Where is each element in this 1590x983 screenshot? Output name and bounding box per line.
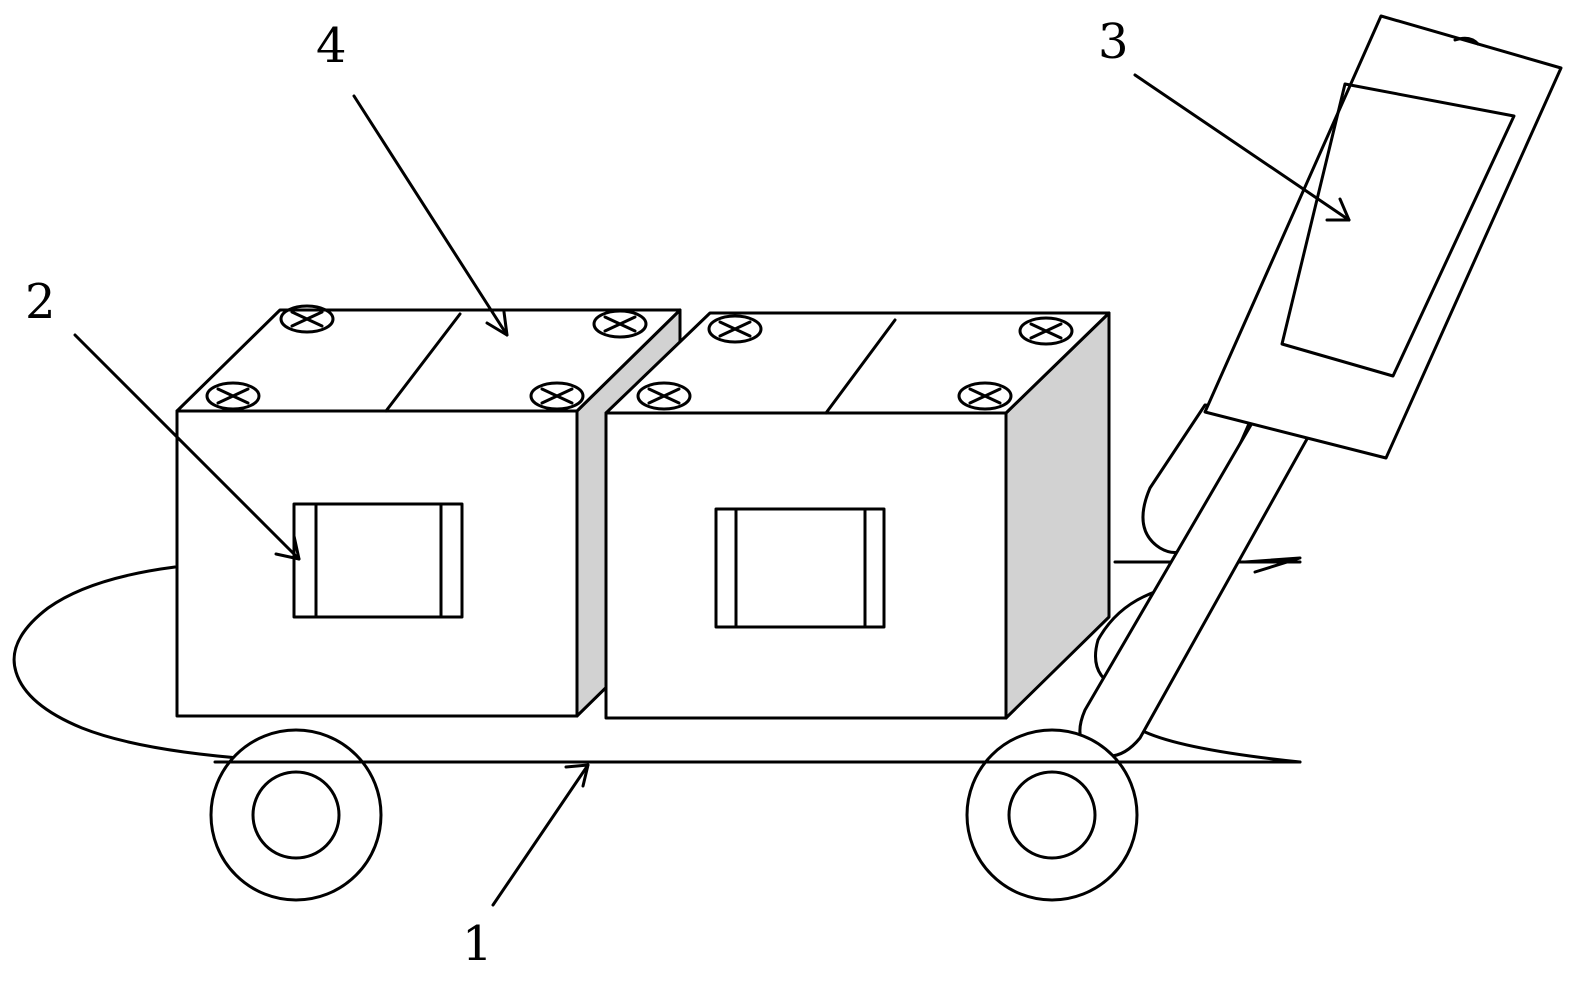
cart-body [12,565,1302,902]
ref-label-3: 3 [1098,14,1129,70]
handle-bracket-spike [1243,556,1302,574]
screw-cross-icon [279,304,335,334]
cart-deck-outline [12,565,1302,764]
callout-3: 3 [1098,14,1351,222]
box-left-front [175,409,579,718]
screw-cross-icon [636,381,692,411]
ref-label-2: 2 [25,274,56,330]
battery-box-left [175,304,682,718]
ref-label-1: 1 [462,916,493,972]
handle-screen [1280,82,1516,378]
screw-cross-icon [205,381,261,411]
wheel-front [965,728,1139,902]
screw-cross-icon [592,309,648,339]
box-right-front [604,411,1008,720]
side-window-left [292,502,464,619]
battery-box-right [604,311,1111,720]
screw-cross-icon [529,381,585,411]
callout-2: 2 [25,274,301,561]
screw-cross-icon [707,314,763,344]
callout-4: 4 [316,18,509,337]
handle-head [1203,14,1563,460]
side-window-right [714,507,886,629]
wheel-rear [209,728,383,902]
callout-1: 1 [462,763,590,972]
screw-cross-icon [1018,316,1074,346]
handle-assembly [1078,14,1563,758]
ref-label-4: 4 [316,18,347,74]
screw-cross-icon [957,381,1013,411]
handle-head-knob [1453,36,1480,46]
